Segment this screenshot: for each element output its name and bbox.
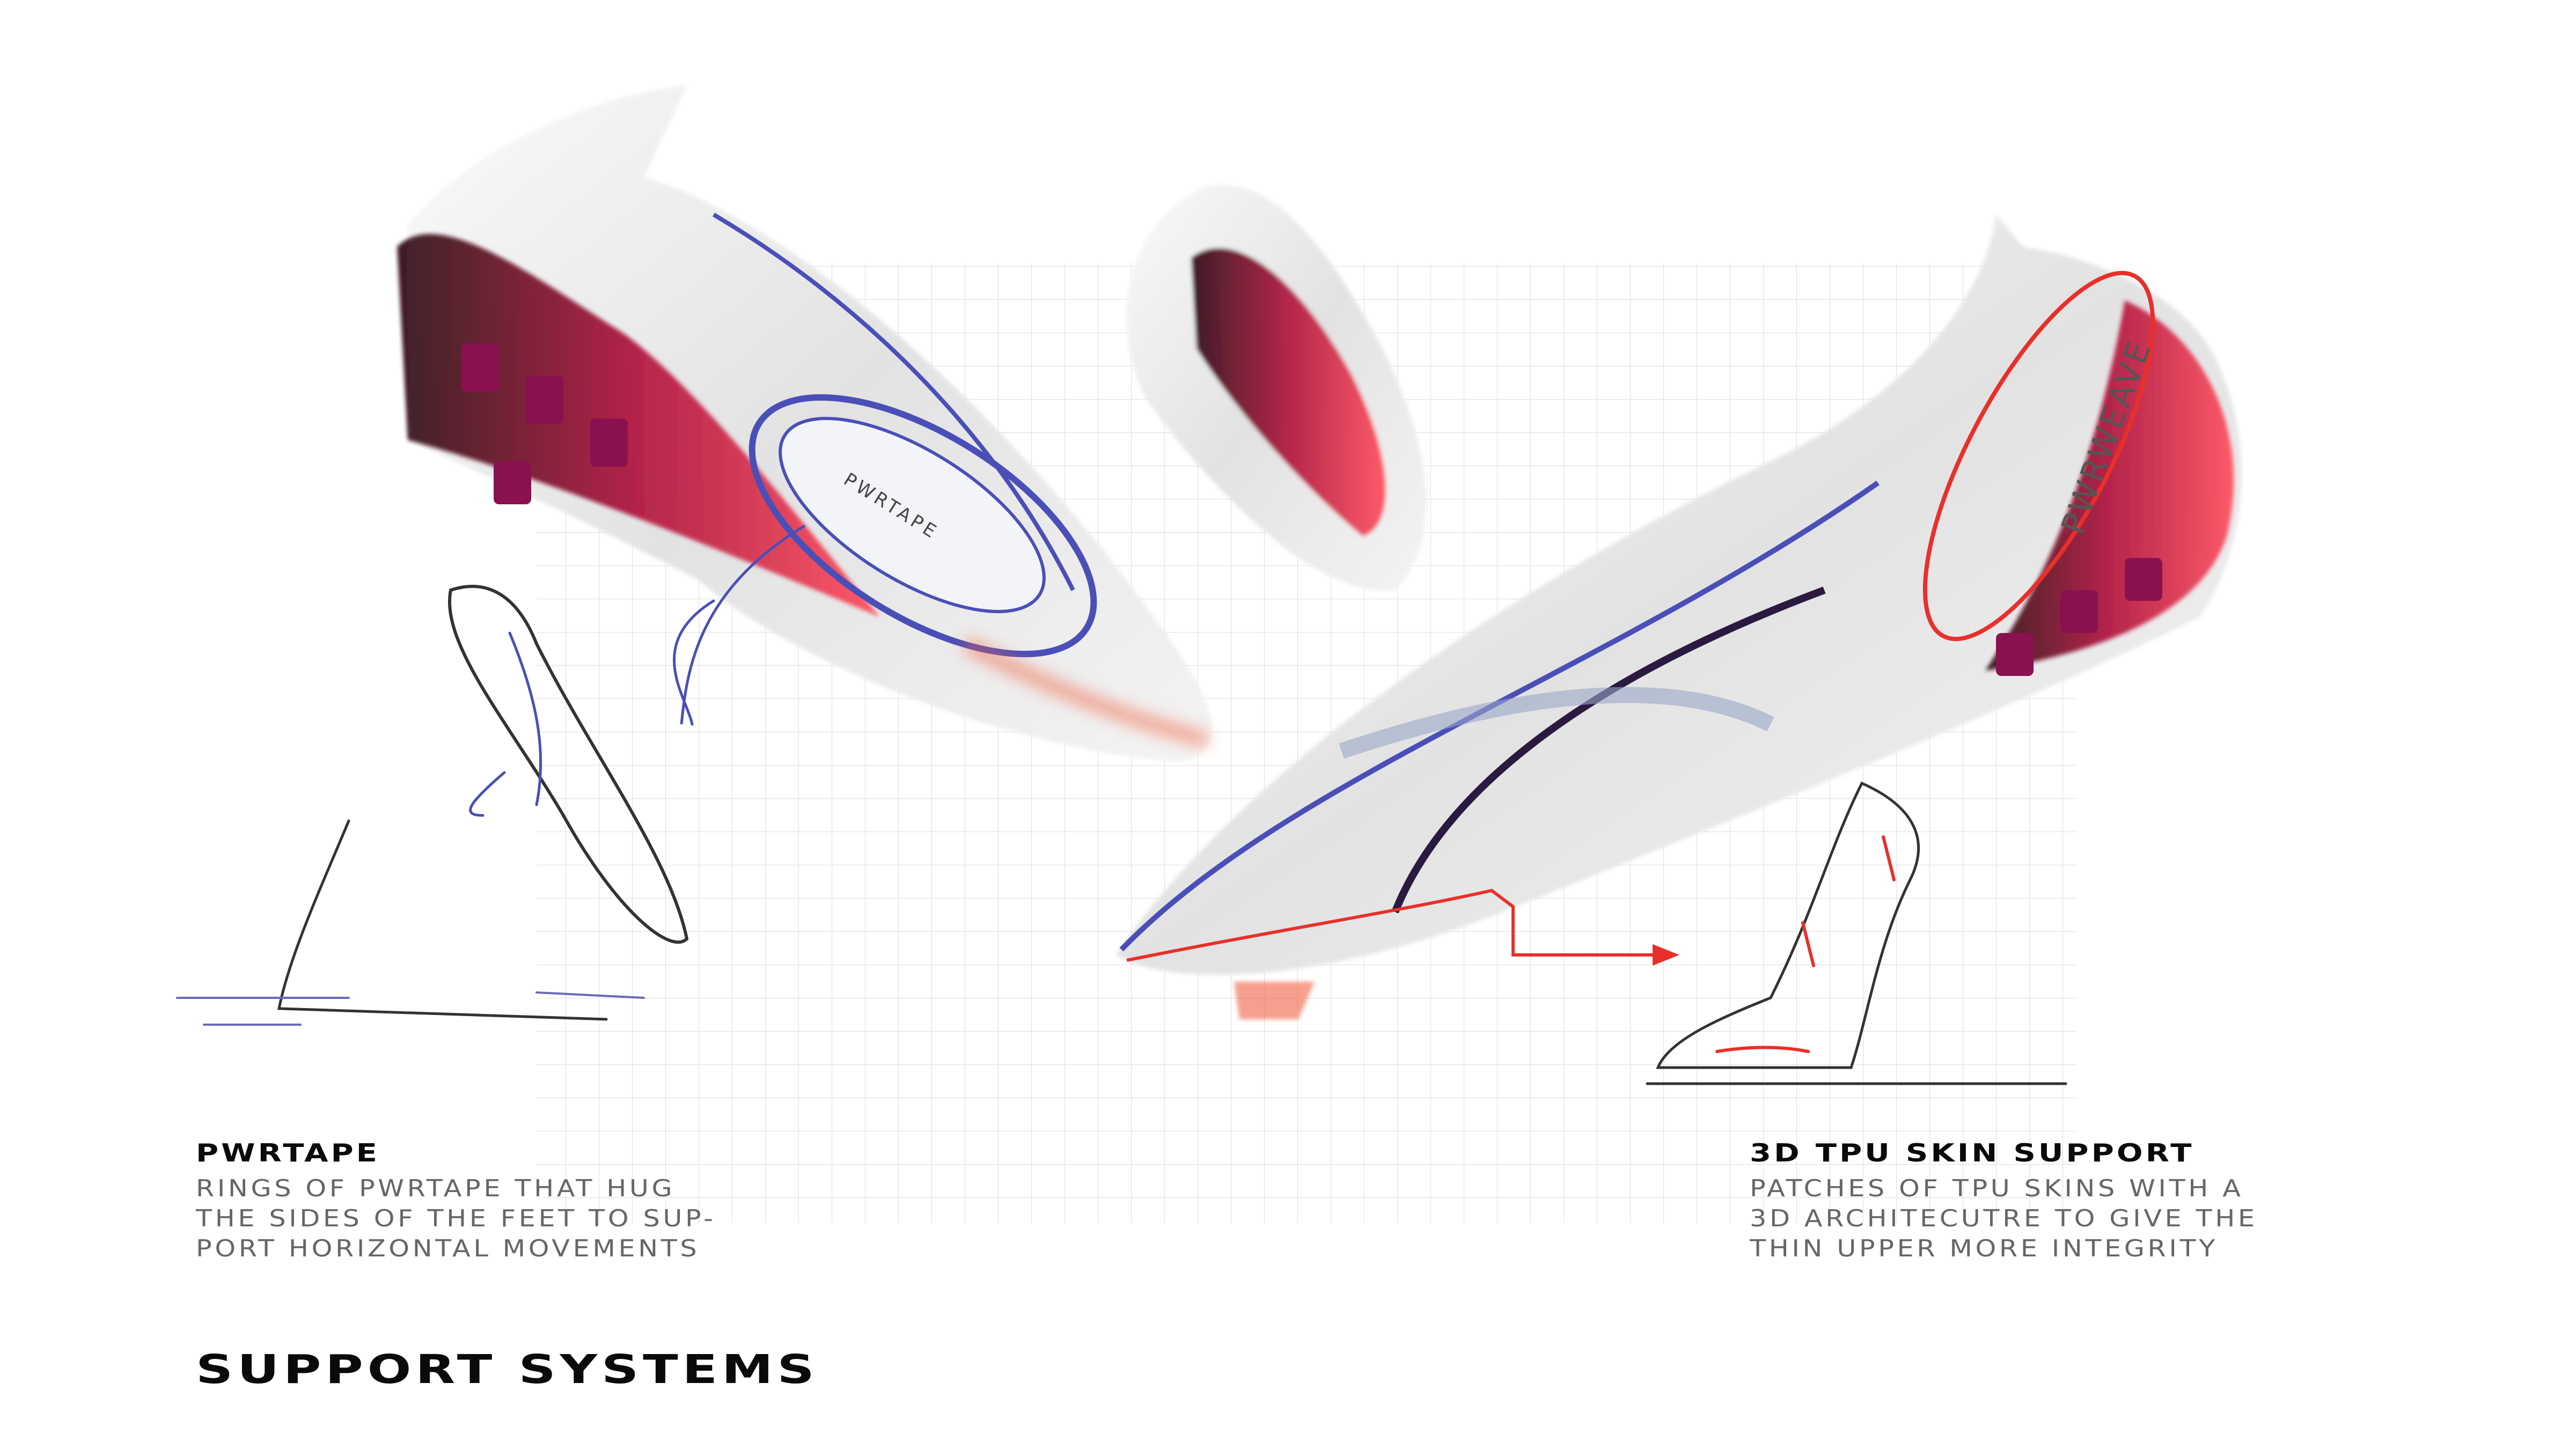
feature-description-pwrtape: RINGS OF PWRTAPE THAT HUG THE SIDES OF T… [196,1174,716,1264]
right-boot-rendering: PWRWEAVE [1116,215,2242,1019]
description-line: THIN UPPER MORE INTEGRITY [1750,1235,2218,1262]
description-line: RINGS OF PWRTAPE THAT HUG [196,1175,676,1202]
feature-heading-tpu-skin: 3D TPU SKIN SUPPORT [1750,1138,2195,1167]
left-foot-sketch [176,585,715,1026]
board-title: SUPPORT SYSTEMS [196,1347,819,1393]
description-line: 3D ARCHITECUTRE TO GIVE THE [1750,1205,2258,1232]
feature-description-tpu-skin: PATCHES OF TPU SKINS WITH A 3D ARCHITECU… [1750,1174,2258,1264]
right-foot-sketch [1646,781,2067,1085]
description-line: THE SIDES OF THE FEET TO SUP- [196,1205,716,1232]
feature-heading-pwrtape: PWRTAPE [196,1138,380,1167]
center-heel-rendering [1126,185,1426,591]
description-line: PATCHES OF TPU SKINS WITH A [1750,1175,2244,1202]
description-line: PORT HORIZONTAL MOVEMENTS [196,1235,700,1262]
left-boot-rendering: PWRTAPE [397,86,1213,762]
